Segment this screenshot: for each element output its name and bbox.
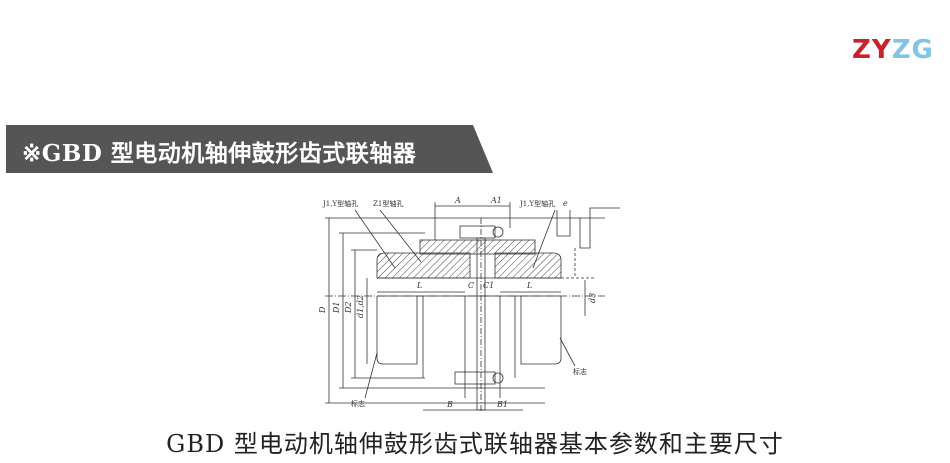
label-c1: C1: [483, 281, 494, 290]
section-title: ※GBD 型电动机轴伸鼓形齿式联轴器: [22, 140, 417, 167]
label-mark-right: 标志: [573, 367, 587, 376]
label-d1: D1: [332, 301, 341, 314]
label-d2: D2: [344, 301, 353, 314]
coupling-drawing: J1,Y型轴孔 Z1型轴孔 J1,Y型轴孔 A A1 e L L C C1 D …: [305, 188, 625, 416]
label-d1-d2: d1,d2: [356, 295, 365, 318]
label-bore-right: J1,Y型轴孔: [519, 199, 555, 208]
label-bore-z1: Z1型轴孔: [373, 199, 403, 208]
label-c: C: [468, 281, 474, 290]
label-b1: B1: [496, 400, 508, 409]
label-l-left: L: [416, 281, 422, 290]
label-b: B: [446, 400, 453, 409]
label-d3: d3: [588, 293, 597, 303]
label-bore-left: J1,Y型轴孔: [322, 199, 358, 208]
label-a1: A1: [490, 196, 502, 205]
logo-part-zg: ZG: [891, 35, 934, 65]
coupling-diagram: J1,Y型轴孔 Z1型轴孔 J1,Y型轴孔 A A1 e L L C C1 D …: [318, 196, 620, 413]
label-a: A: [454, 196, 461, 205]
label-l-right: L: [526, 281, 532, 290]
label-mark-left: 标志: [351, 399, 365, 408]
logo-part-zy: ZY: [852, 35, 892, 65]
brand-logo: ZYZG: [852, 37, 934, 63]
figure-caption: GBD 型电动机轴伸鼓形齿式联轴器基本参数和主要尺寸: [166, 430, 784, 458]
section-banner: ※GBD 型电动机轴伸鼓形齿式联轴器: [6, 125, 493, 173]
label-d: D: [318, 306, 327, 314]
label-e: e: [563, 199, 568, 208]
banner-shape: [6, 125, 493, 173]
